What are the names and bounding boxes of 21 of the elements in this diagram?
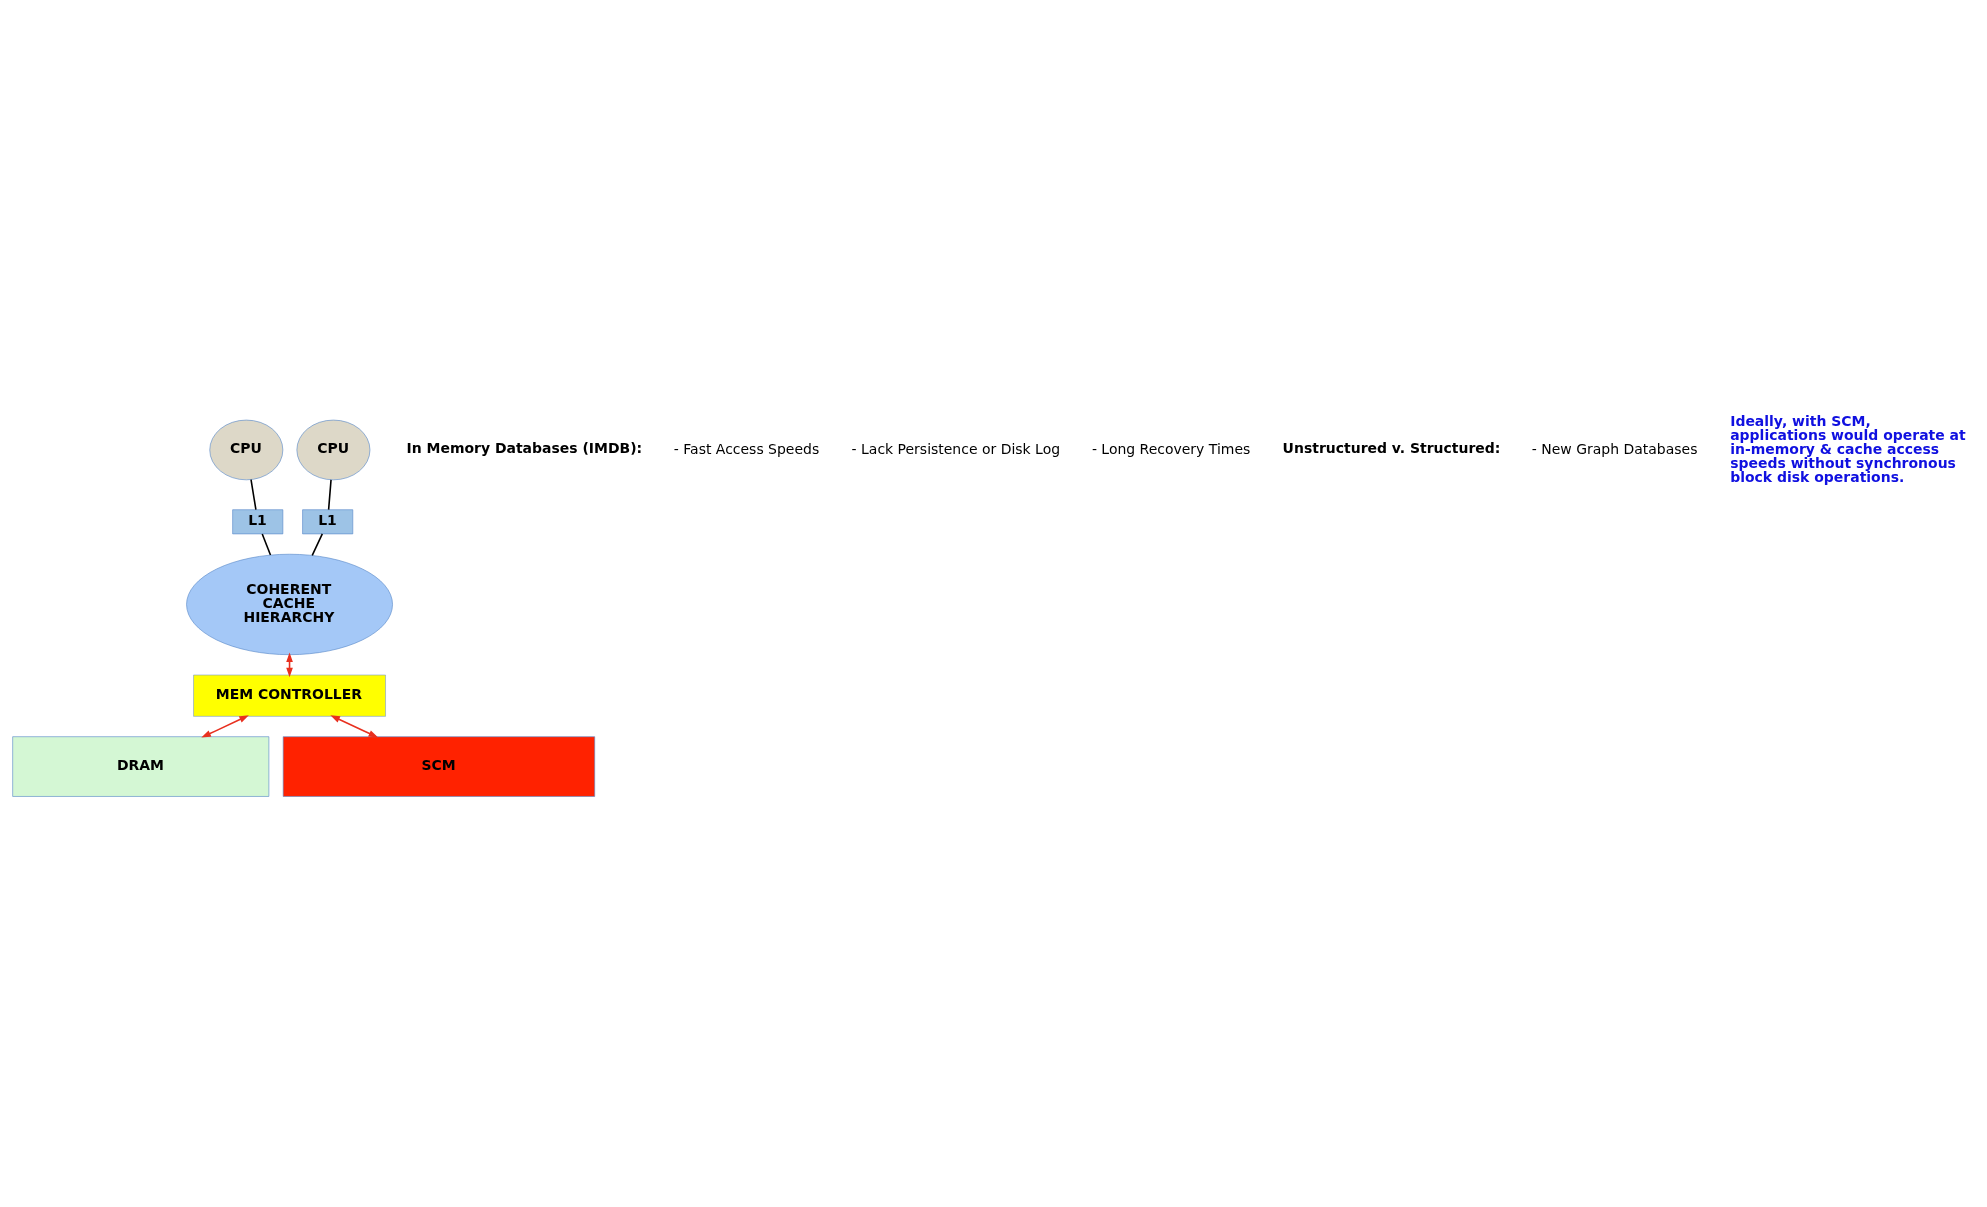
connector	[327, 479, 332, 511]
label: Unstructured v. Structured:	[1282, 439, 1501, 456]
connector	[250, 478, 257, 511]
arrow	[330, 715, 379, 738]
label: Ideally, with SCM, applications would operate at in-memory & cache access speeds without synchronous block disk operations.	[1730, 412, 1966, 485]
label: - Lack Persistence or Disk Log	[851, 440, 1061, 457]
arrow	[201, 715, 249, 738]
node-ellipse: COHERENT CACHE HIERARCHY	[186, 553, 393, 655]
node-box: L1	[302, 509, 354, 535]
node-ellipse: CPU	[296, 419, 371, 481]
connector	[311, 533, 324, 557]
node-box: L1	[232, 509, 284, 535]
label: - Long Recovery Times	[1091, 440, 1251, 457]
connector	[261, 533, 272, 556]
label: - Fast Access Speeds	[673, 440, 820, 457]
label: - New Graph Databases	[1531, 440, 1698, 457]
node-box: MEM CONTROLLER	[193, 674, 386, 717]
label: In Memory Databases (IMDB):	[406, 439, 643, 456]
node-box: DRAM	[12, 736, 270, 797]
node-ellipse: CPU	[209, 419, 284, 481]
node-box: SCM	[282, 736, 596, 797]
